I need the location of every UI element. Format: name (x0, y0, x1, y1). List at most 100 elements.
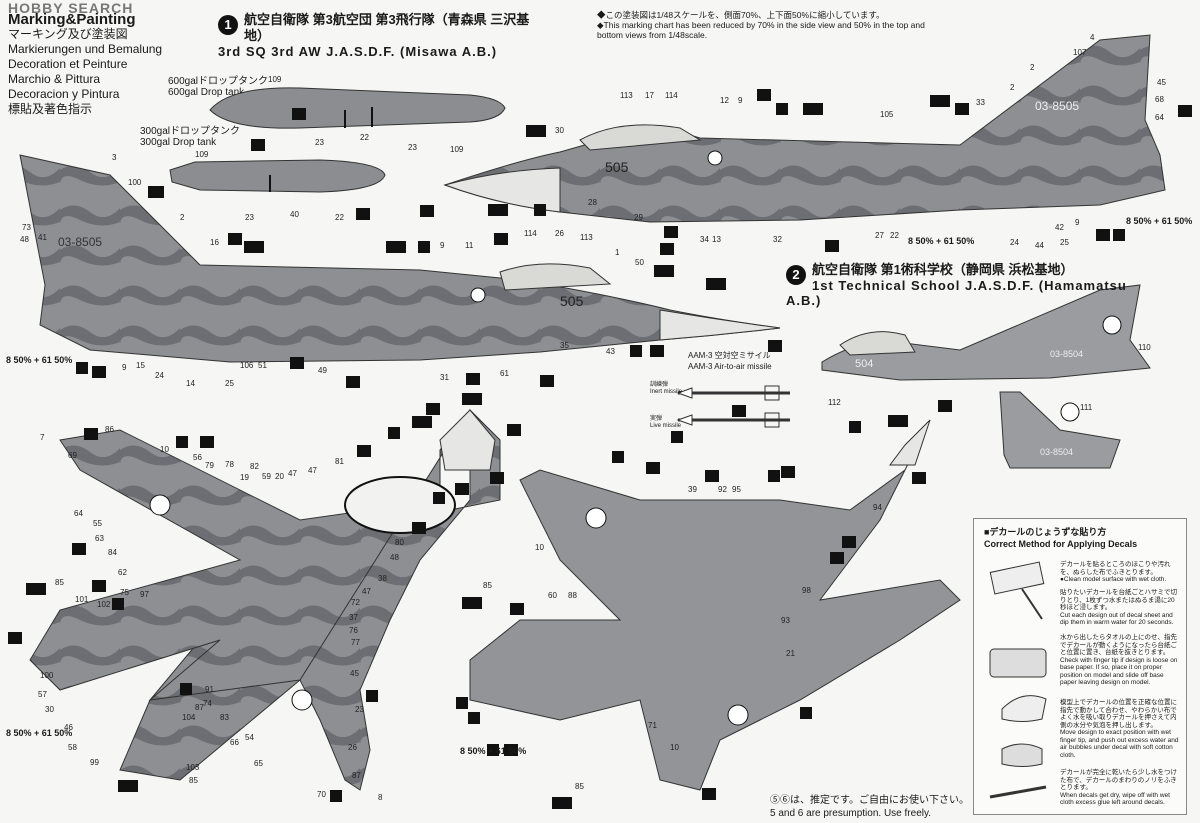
svg-text:57: 57 (38, 690, 47, 699)
svg-text:9: 9 (738, 96, 743, 105)
svg-text:47: 47 (288, 469, 297, 478)
unit-2-views: 504 03-8504 03-8504 (821, 284, 1151, 469)
svg-text:114: 114 (665, 91, 678, 100)
svg-text:40: 40 (290, 210, 299, 219)
svg-text:03-8505: 03-8505 (58, 235, 102, 249)
unit-2-badge: 2 (786, 265, 806, 285)
scale-note-jp: ◆この塗装図は1/48スケールを、側面70%、上下面50%に縮小しています。 (597, 10, 885, 20)
missile-label: AAM-3 空対空ミサイル AAM-3 Air-to-air missile (688, 350, 772, 372)
svg-text:64: 64 (74, 509, 83, 518)
heading-line: Marchio & Pittura (8, 72, 101, 86)
tank-300-jp: 300galドロップタンク (140, 126, 241, 137)
tank-600-label: 600galドロップタンク 600gal Drop tank (168, 76, 268, 98)
svg-text:38: 38 (378, 574, 387, 583)
svg-text:46: 46 (64, 723, 73, 732)
svg-text:43: 43 (606, 347, 615, 356)
svg-text:10: 10 (160, 445, 169, 454)
svg-text:33: 33 (976, 98, 985, 107)
decal-step-1-jp: デカールを貼るところのほこりや汚れを、ぬらした布でふきとります。 (1060, 561, 1171, 576)
drop-tank-300 (169, 159, 386, 193)
svg-text:56: 56 (193, 453, 202, 462)
svg-text:72: 72 (351, 598, 360, 607)
svg-text:48: 48 (20, 235, 29, 244)
svg-text:17: 17 (645, 91, 654, 100)
svg-text:64: 64 (1155, 113, 1164, 122)
tank-600-en: 600gal Drop tank (168, 87, 245, 98)
svg-text:85: 85 (55, 578, 64, 587)
svg-text:113: 113 (620, 91, 633, 100)
svg-text:22: 22 (360, 133, 369, 142)
svg-text:68: 68 (1155, 95, 1164, 104)
svg-text:88: 88 (568, 591, 577, 600)
presumption-jp: ⑤⑥は、推定です。ご自由にお使い下さい。 (770, 795, 969, 806)
decal-step-3-jp: 水から出したらタオルの上にのせ、指先でデカールが動くようになったら台紙ごと位置に… (1060, 634, 1177, 656)
mix-label-5: 8 50% + 61 50% (460, 746, 527, 756)
decal-step-5: デカールが完全に乾いたら少し水をつけた布で、デカールのまわりのノリをふきとります… (1060, 769, 1180, 807)
inert-en: Inert missile (650, 389, 683, 395)
svg-text:69: 69 (68, 451, 77, 460)
svg-text:23: 23 (315, 138, 324, 147)
decal-step-5-en: When decals get dry, wipe off with wet c… (1060, 791, 1170, 807)
svg-text:45: 45 (1157, 78, 1166, 87)
heading-line: Decoracion y Pintura (8, 87, 120, 101)
svg-text:16: 16 (210, 238, 219, 247)
svg-text:34: 34 (700, 235, 709, 244)
svg-text:37: 37 (349, 613, 358, 622)
heading-title: Marking&Painting (8, 11, 136, 28)
presumption-en: 5 and 6 are presumption. Use freely. (770, 808, 932, 819)
inert-label: 訓練弾 Inert missile (650, 382, 682, 396)
svg-text:100: 100 (128, 178, 142, 187)
heading-line: Markierungen und Bemalung (8, 42, 163, 56)
svg-text:47: 47 (362, 587, 371, 596)
svg-text:92: 92 (718, 485, 727, 494)
svg-text:1: 1 (615, 248, 620, 257)
aam3-missiles (676, 385, 790, 428)
svg-text:85: 85 (575, 782, 584, 791)
svg-text:74: 74 (203, 699, 212, 708)
heading-line: マーキング及び塗装図 (8, 27, 128, 41)
svg-text:20: 20 (275, 472, 284, 481)
svg-text:23: 23 (245, 213, 254, 222)
svg-text:26: 26 (555, 229, 564, 238)
svg-text:4: 4 (1090, 33, 1095, 42)
svg-text:82: 82 (250, 462, 259, 471)
svg-text:62: 62 (118, 568, 127, 577)
svg-text:83: 83 (220, 713, 229, 722)
svg-text:25: 25 (1060, 238, 1069, 247)
tank-300-label: 300galドロップタンク 300gal Drop tank (140, 126, 240, 148)
unit-1-jp: 航空自衛隊 第3航空団 第3飛行隊（青森県 三沢基地） (244, 12, 530, 43)
svg-text:91: 91 (205, 685, 214, 694)
svg-text:45: 45 (350, 669, 359, 678)
mix-label-1: 8 50% + 61 50% (908, 236, 975, 246)
svg-text:12: 12 (720, 96, 729, 105)
heading-block: Marking&Painting マーキング及び塗装図 Markierungen… (8, 12, 162, 117)
svg-text:114: 114 (524, 229, 537, 238)
svg-text:44: 44 (1035, 241, 1044, 250)
decal-step-5-jp: デカールが完全に乾いたら少し水をつけた布で、デカールのまわりのノリをふきとります… (1060, 769, 1177, 791)
svg-text:51: 51 (258, 361, 267, 370)
svg-text:11: 11 (465, 241, 474, 250)
svg-text:85: 85 (483, 581, 492, 590)
svg-text:7: 7 (40, 433, 45, 442)
decal-step-3: 水から出したらタオルの上にのせ、指先でデカールが動くようになったら台紙ごと位置に… (1060, 634, 1180, 687)
svg-text:110: 110 (1138, 343, 1151, 352)
svg-text:504: 504 (855, 358, 873, 370)
svg-text:23: 23 (355, 705, 364, 714)
presumption-note: ⑤⑥は、推定です。ご自由にお使い下さい。 5 and 6 are presump… (770, 794, 969, 820)
svg-text:49: 49 (318, 366, 327, 375)
svg-text:94: 94 (873, 503, 882, 512)
svg-text:8: 8 (378, 793, 383, 802)
unit-2-en: 1st Technical School J.A.S.D.F. (Hamamat… (786, 278, 1127, 308)
svg-text:84: 84 (108, 548, 117, 557)
svg-text:28: 28 (588, 198, 597, 207)
svg-text:03-8504: 03-8504 (1040, 447, 1073, 457)
unit-1-header: 1 航空自衛隊 第3航空団 第3飛行隊（青森県 三沢基地） 3rd SQ 3rd… (218, 12, 529, 59)
svg-text:10: 10 (535, 543, 544, 552)
svg-text:35: 35 (560, 341, 569, 350)
decal-step-3-en: Check with finger tip if design is loose… (1060, 656, 1178, 687)
svg-text:63: 63 (95, 534, 104, 543)
svg-text:2: 2 (180, 213, 185, 222)
svg-text:22: 22 (335, 213, 344, 222)
svg-text:505: 505 (605, 159, 629, 175)
